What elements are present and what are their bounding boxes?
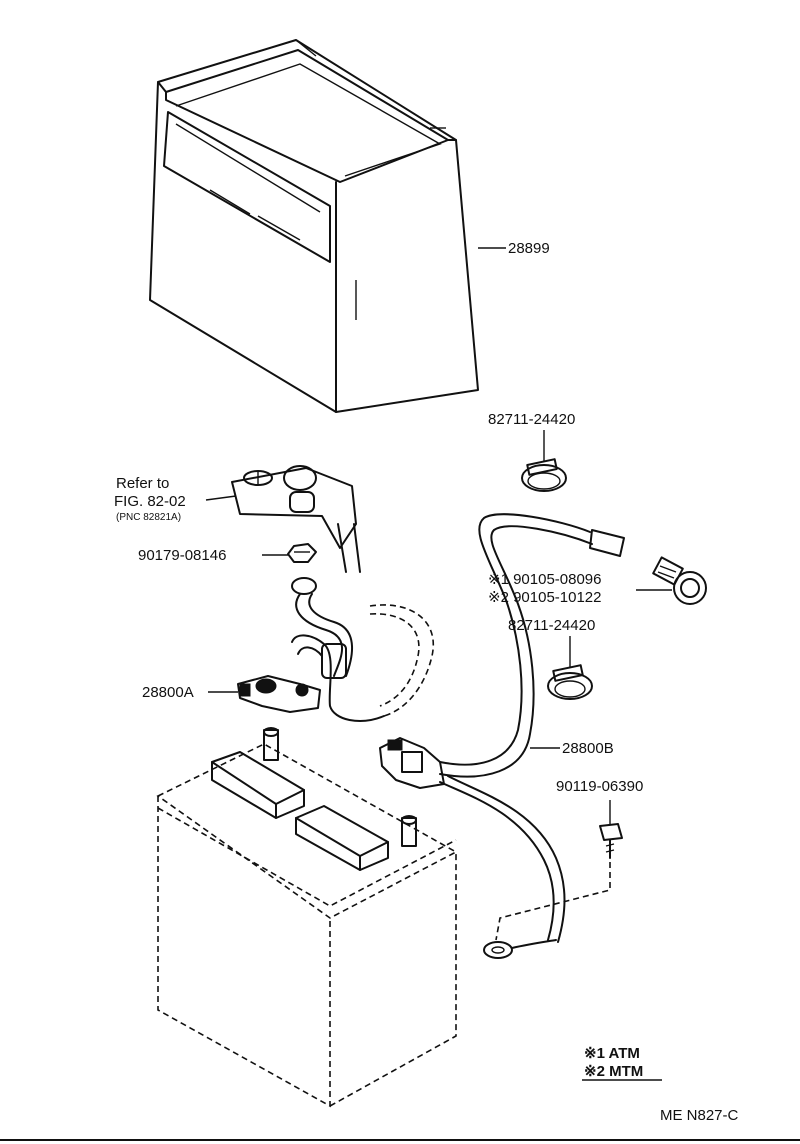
ground-path	[495, 862, 611, 941]
nut	[287, 543, 317, 563]
clamp-top	[521, 458, 567, 492]
label-bolt-2: ※2 90105-10122	[488, 589, 602, 606]
leader-refer	[205, 495, 237, 501]
label-tray: 28899	[508, 240, 550, 257]
battery	[156, 727, 458, 1108]
cable-b	[379, 513, 625, 959]
legend-note-1: ※1 ATM	[584, 1045, 640, 1062]
terminal-a	[237, 577, 385, 722]
figure-code: ME N827-C	[660, 1107, 739, 1124]
label-bolt-1: ※1 90105-08096	[488, 571, 602, 588]
label-terminal-a: 28800A	[142, 684, 194, 701]
label-refer-pnc: (PNC 82821A)	[116, 512, 181, 523]
terminal-cover	[231, 465, 361, 573]
label-clamp-mid: 82711-24420	[508, 617, 595, 634]
clamp-mid	[547, 664, 593, 700]
cable-alt-path-inner	[369, 613, 420, 707]
bolt-washer	[652, 556, 707, 605]
battery-tray	[149, 39, 479, 413]
label-clamp-top: 82711-24420	[488, 411, 575, 428]
cable-alt-path	[369, 604, 435, 717]
label-ground-bolt: 90119-06390	[556, 778, 643, 795]
label-nut: 90179-08146	[138, 547, 226, 564]
label-refer-1: Refer to	[116, 475, 169, 492]
label-refer-2: FIG. 82-02	[114, 493, 186, 510]
ground-bolt	[599, 823, 623, 859]
legend-note-2: ※2 MTM	[584, 1063, 643, 1080]
label-cable-b: 28800B	[562, 740, 614, 757]
